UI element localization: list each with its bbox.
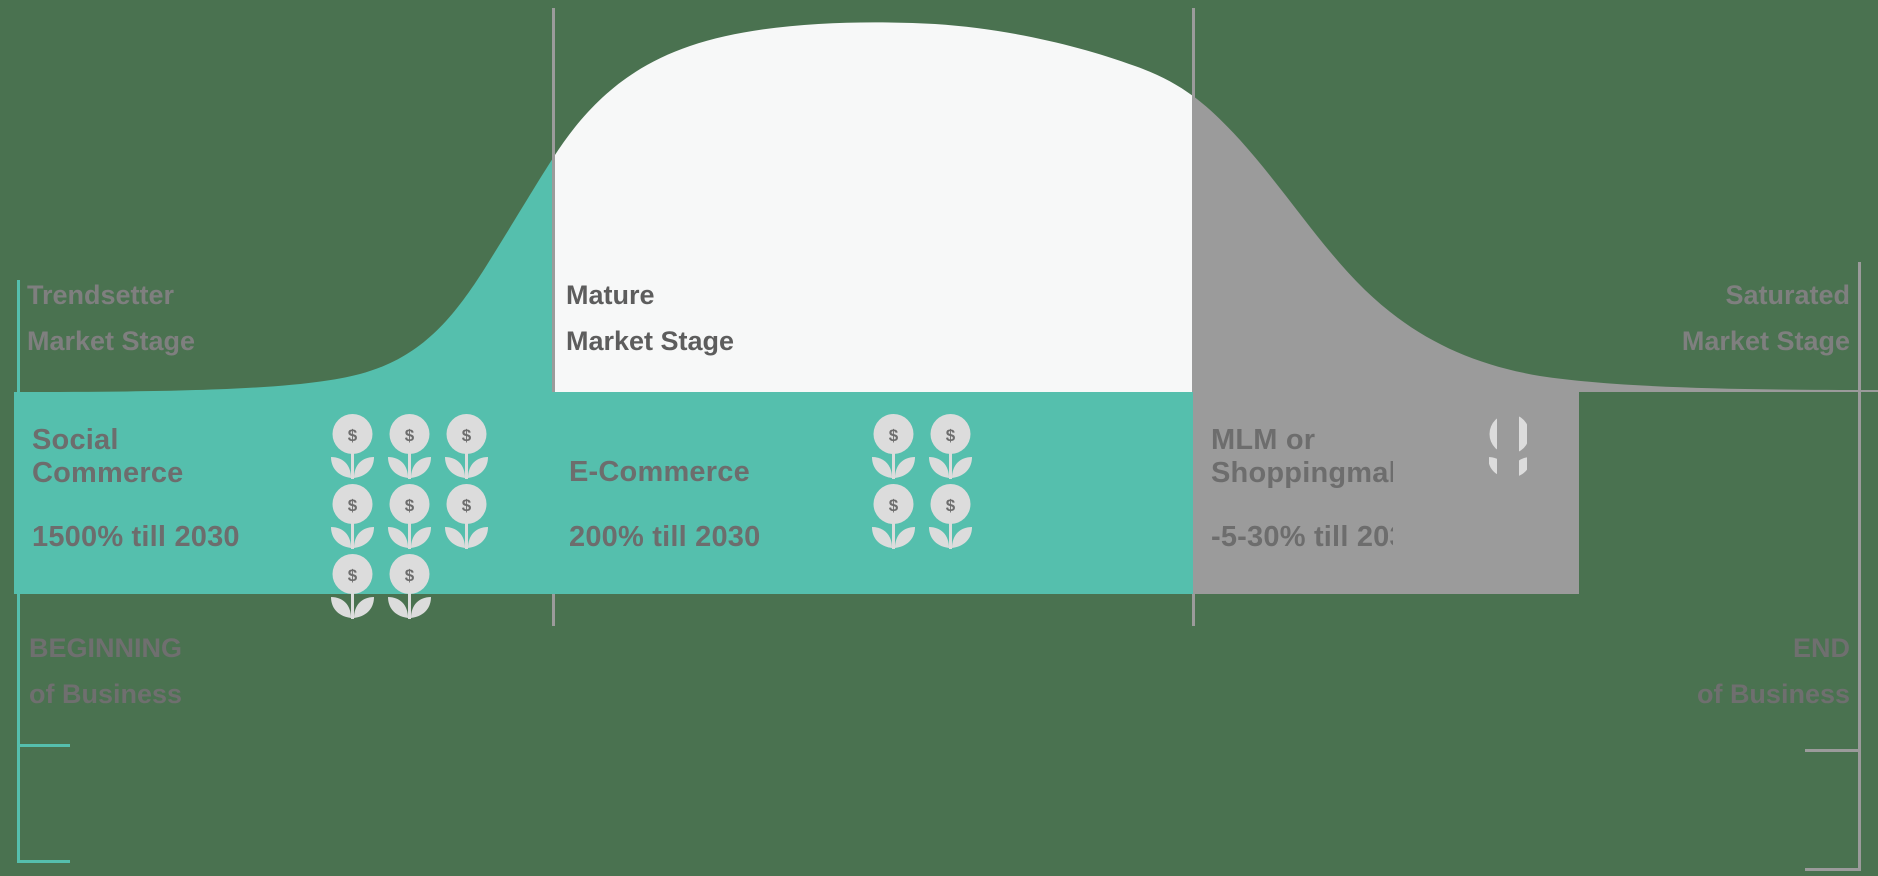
end-tick-bottom (1805, 868, 1861, 871)
beginning-tick-top (17, 744, 70, 747)
money-flower-icon: $ (869, 414, 918, 484)
svg-text:$: $ (348, 496, 358, 515)
money-flower-icon: $ (385, 484, 434, 554)
beginning-tick-bottom (17, 860, 70, 863)
stage-label-mature: Mature Market Stage (566, 272, 886, 364)
end-label-line1: END (1792, 633, 1850, 663)
money-flower-icon: $ (328, 414, 377, 484)
beginning-label-line2: of Business (29, 679, 183, 709)
money-flower-icon: $ (926, 484, 975, 554)
stage-title-line1: Trendsetter (27, 280, 175, 310)
band-taper-bar-2 (1455, 392, 1489, 594)
segment-name: Social Commerce (32, 424, 184, 490)
segment-e-commerce[interactable]: E-Commerce 200% till 2030 $ $ $ $ (553, 392, 1193, 594)
beginning-axis-line (17, 280, 20, 863)
stage-label-saturated: Saturated Market Stage (1200, 272, 1850, 364)
segment-name: E-Commerce (569, 456, 750, 489)
svg-text:$: $ (405, 496, 415, 515)
band-taper-bar-1 (1393, 392, 1445, 594)
segment-growth: 1500% till 2030 (32, 521, 240, 553)
money-flower-icon: $ (385, 554, 434, 624)
beginning-bracket (0, 280, 90, 876)
segment-mlm-shoppingmals[interactable]: MLM or Shoppingmals -5-30% till 2030 $ (1193, 392, 1579, 594)
money-flower-icon: $ (869, 484, 918, 554)
segment-growth: 200% till 2030 (569, 521, 761, 553)
band-taper-bar-3 (1497, 392, 1519, 594)
segment-name-line1: E-Commerce (569, 456, 750, 488)
beginning-label: BEGINNING of Business (29, 625, 449, 717)
end-axis-line (1858, 262, 1861, 871)
svg-text:$: $ (405, 426, 415, 445)
money-flower-icon: $ (328, 554, 377, 624)
segment-icon-group: $ $ $ $ (865, 414, 981, 554)
stage-title-line1: Mature (566, 280, 655, 310)
band-taper-bar-4 (1527, 392, 1541, 594)
stage-label-trendsetter: Trendsetter Market Stage (27, 272, 347, 364)
beginning-label-line1: BEGINNING (29, 633, 183, 663)
stage-divider-2 (1192, 8, 1195, 626)
segment-name-line1: Social (32, 424, 119, 456)
segment-social-commerce[interactable]: Social Commerce 1500% till 2030 $ $ $ $ … (14, 392, 553, 619)
stage-title-line2: Market Stage (27, 326, 196, 356)
svg-text:$: $ (946, 496, 956, 515)
money-flower-icon: $ (385, 414, 434, 484)
segment-icon-group: $ $ $ $ $ $ $ $ (324, 414, 548, 624)
svg-text:$: $ (348, 426, 358, 445)
segment-name: MLM or Shoppingmals (1211, 424, 1413, 490)
stage-title-line2: Market Stage (1681, 326, 1850, 356)
svg-text:$: $ (405, 566, 415, 585)
end-bracket (1780, 262, 1878, 876)
stage-title-line1: Saturated (1725, 280, 1850, 310)
stage-divider-1 (552, 8, 555, 626)
svg-text:$: $ (889, 496, 899, 515)
segment-band: Social Commerce 1500% till 2030 $ $ $ $ … (0, 392, 1878, 619)
segment-name-line2: Commerce (32, 457, 184, 489)
segment-name-line2: Shoppingmals (1211, 457, 1414, 489)
money-flower-icon: $ (926, 414, 975, 484)
money-flower-icon: $ (442, 484, 491, 554)
svg-text:$: $ (946, 426, 956, 445)
segment-growth: -5-30% till 2030 (1211, 521, 1423, 553)
svg-text:$: $ (348, 566, 358, 585)
stage-title-line2: Market Stage (566, 326, 735, 356)
end-label-line2: of Business (1696, 679, 1850, 709)
end-tick-top (1805, 749, 1861, 752)
segment-name-line1: MLM or (1211, 424, 1316, 456)
end-label: END of Business (1400, 625, 1850, 717)
svg-text:$: $ (462, 426, 472, 445)
money-flower-icon: $ (442, 414, 491, 484)
svg-text:$: $ (462, 496, 472, 515)
band-taper-bar-5 (1549, 392, 1558, 594)
svg-text:$: $ (889, 426, 899, 445)
money-flower-icon: $ (328, 484, 377, 554)
